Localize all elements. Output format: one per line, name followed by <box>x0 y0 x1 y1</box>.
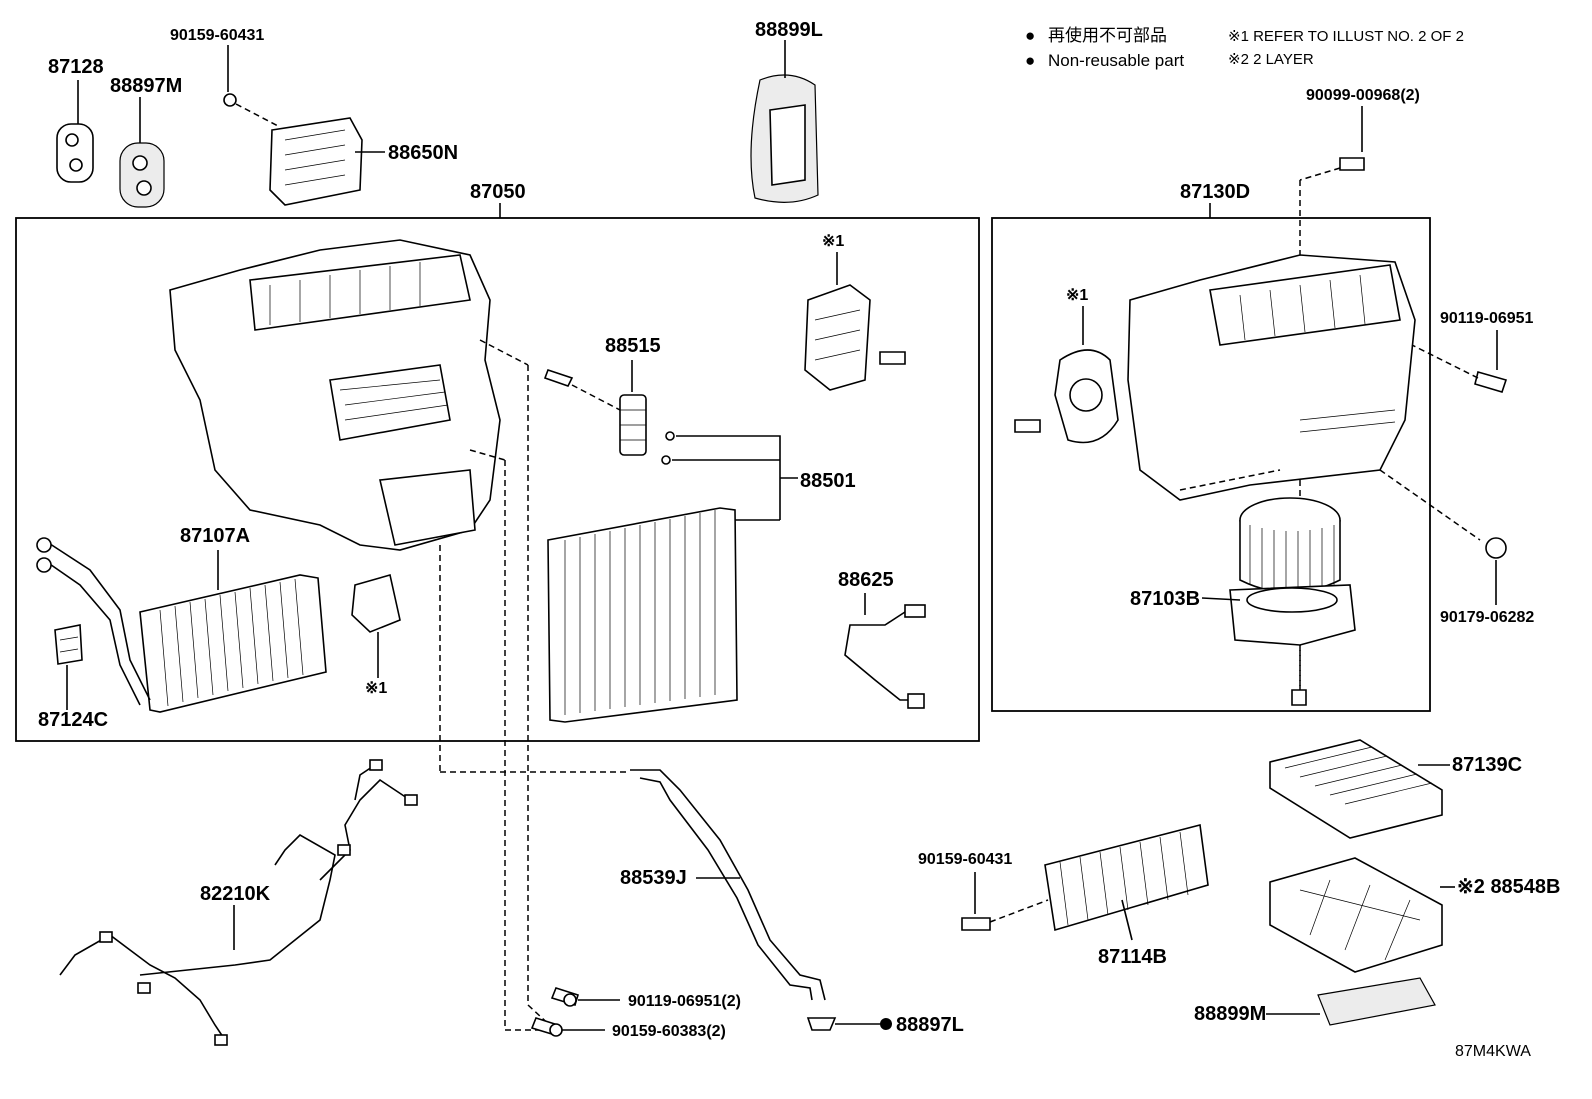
part-87124C-drawing <box>54 624 83 665</box>
part-88515-drawing <box>543 368 647 456</box>
actuator-mid-drawing <box>351 573 401 633</box>
label-87128: 87128 <box>48 56 104 78</box>
legend-note-1: ※1 REFER TO ILLUST NO. 2 OF 2 <box>1228 28 1464 45</box>
assembly-box-87050 <box>15 217 980 742</box>
label-88897M: 88897M <box>110 75 182 97</box>
label-90159-60383: 90159-60383(2) <box>612 1023 726 1040</box>
part-88897M-drawing <box>119 142 165 208</box>
label-87124C: 87124C <box>38 709 108 731</box>
blower-case-drawing <box>1127 254 1416 501</box>
label-88897L: 88897L <box>896 1014 964 1036</box>
legend-note-2: ※2 2 LAYER <box>1228 51 1314 68</box>
filter-87114B-drawing <box>1044 823 1209 932</box>
label-88501: 88501 <box>800 470 856 492</box>
legend-symbol-2: ● <box>1025 51 1035 70</box>
label-88548B: ※2 88548B <box>1457 876 1561 898</box>
blower-motor-drawing <box>1229 497 1356 646</box>
label-88650N: 88650N <box>388 142 458 164</box>
legend-japanese-text: 再使用不可部品 <box>1048 25 1167 45</box>
hvac-housing-drawing <box>169 239 501 551</box>
heater-core-drawing <box>36 537 327 713</box>
label-88625: 88625 <box>838 569 894 591</box>
filter-case-88548B-drawing <box>1269 857 1443 973</box>
label-90119-06951-bottom: 90119-06951(2) <box>628 993 741 1010</box>
label-ref1-top: ※1 <box>822 233 844 250</box>
label-90179-06282: 90179-06282 <box>1440 609 1534 626</box>
legend: ● 再使用不可部品 ● Non-reusable part ※1 REFER T… <box>1025 25 1464 70</box>
part-87128-drawing <box>56 123 94 183</box>
label-87139C: 87139C <box>1452 754 1522 776</box>
evaporator-drawing <box>547 507 738 723</box>
actuator-top-drawing <box>804 284 906 391</box>
image-code: 87M4KWA <box>1455 1043 1531 1060</box>
label-82210K: 82210K <box>200 883 271 905</box>
label-ref1-right: ※1 <box>1066 287 1088 304</box>
mode-actuator-disc-drawing <box>1014 349 1119 444</box>
label-90159-60431-bottom: 90159-60431 <box>918 851 1012 868</box>
part-88899M-drawing <box>1317 977 1436 1026</box>
part-88650N-drawing <box>223 93 363 206</box>
label-87050: 87050 <box>470 181 526 203</box>
wire-harness-drawing <box>59 759 418 1046</box>
label-88515: 88515 <box>605 335 661 357</box>
label-87114B: 87114B <box>1098 946 1167 968</box>
label-87130D: 87130D <box>1180 181 1250 203</box>
label-88539J: 88539J <box>620 867 687 889</box>
legend-symbol-1: ● <box>1025 26 1035 45</box>
label-90119-06951-right: 90119-06951 <box>1440 310 1534 327</box>
label-88899L: 88899L <box>755 19 823 41</box>
part-88899L-drawing <box>750 74 819 203</box>
non-reusable-dot-icon <box>880 1018 892 1030</box>
label-ref1-mid: ※1 <box>365 680 387 697</box>
label-87103B: 87103B <box>1130 588 1200 610</box>
label-87107A: 87107A <box>180 525 250 547</box>
label-88899M: 88899M <box>1194 1003 1266 1025</box>
assembly-box-87130D <box>991 217 1431 712</box>
legend-non-reusable-text: Non-reusable part <box>1048 51 1184 70</box>
label-90159-60431-top: 90159-60431 <box>170 27 264 44</box>
label-90099-00968: 90099-00968(2) <box>1306 87 1420 104</box>
filter-87139C-drawing <box>1269 739 1443 839</box>
drain-hose-drawing <box>630 769 826 1001</box>
